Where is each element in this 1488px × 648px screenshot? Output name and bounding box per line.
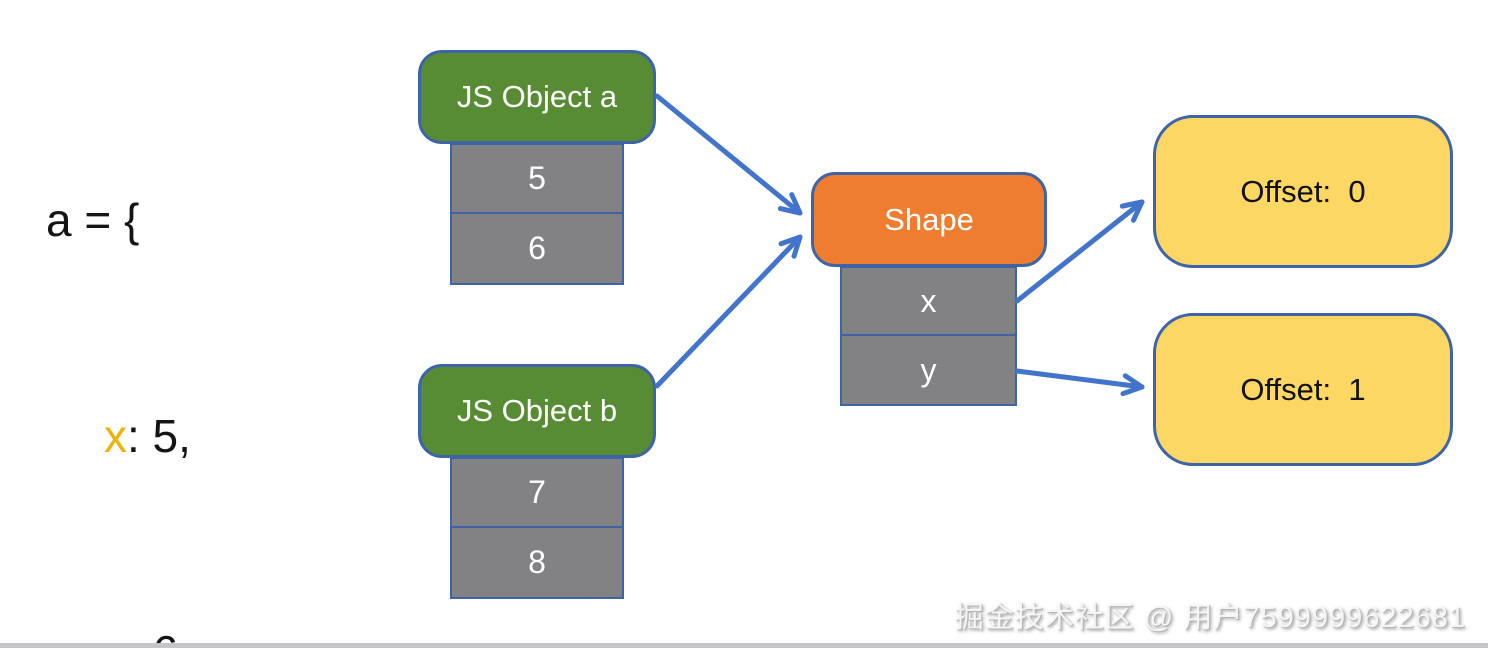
watermark-text: 掘金技术社区 @ 用户7599999622681 (954, 602, 1466, 634)
shape-slot-x: x (840, 266, 1017, 336)
offset-0-label: Offset: 0 (1240, 173, 1366, 209)
code-block: a = { x: 5, y: 6 } b = { x: 7, y: 8 } (46, 40, 191, 648)
offset-1-label: Offset: 1 (1240, 371, 1366, 407)
shape-box: Shape (811, 172, 1047, 267)
offset-1-box: Offset: 1 (1153, 313, 1453, 466)
property-y-token: y (104, 626, 127, 648)
code-text: : 5, (127, 410, 191, 462)
code-line-a-y: y: 6 (46, 616, 191, 648)
arrow-shape-y-to-offset-1 (1014, 368, 1145, 397)
js-object-a-slot-1: 6 (450, 214, 624, 285)
arrow-object-a-to-shape (654, 93, 803, 216)
js-object-a-slot-0: 5 (450, 143, 624, 214)
js-object-b-box: JS Object b (418, 364, 656, 458)
js-object-a-slot-table: 5 6 (450, 143, 624, 285)
js-object-b-title: JS Object b (456, 393, 618, 428)
code-text: : 6 (127, 626, 178, 648)
shape-slot-y: y (840, 336, 1017, 406)
js-object-a-box: JS Object a (418, 50, 656, 144)
shape-title: Shape (884, 201, 974, 237)
shape-slot-table: x y (840, 266, 1017, 406)
bottom-edge-bar (0, 643, 1488, 648)
js-object-b-slot-1: 8 (450, 528, 624, 599)
js-object-b-slot-table: 7 8 (450, 457, 624, 599)
code-text: a = { (46, 194, 140, 246)
offset-0-box: Offset: 0 (1153, 115, 1453, 268)
js-object-a-title: JS Object a (456, 79, 618, 114)
js-object-b-slot-0: 7 (450, 457, 624, 528)
arrow-object-b-to-shape (654, 234, 803, 389)
property-x-token: x (104, 410, 127, 462)
code-line-a-x: x: 5, (46, 400, 191, 472)
code-line-a-open: a = { (46, 184, 191, 256)
